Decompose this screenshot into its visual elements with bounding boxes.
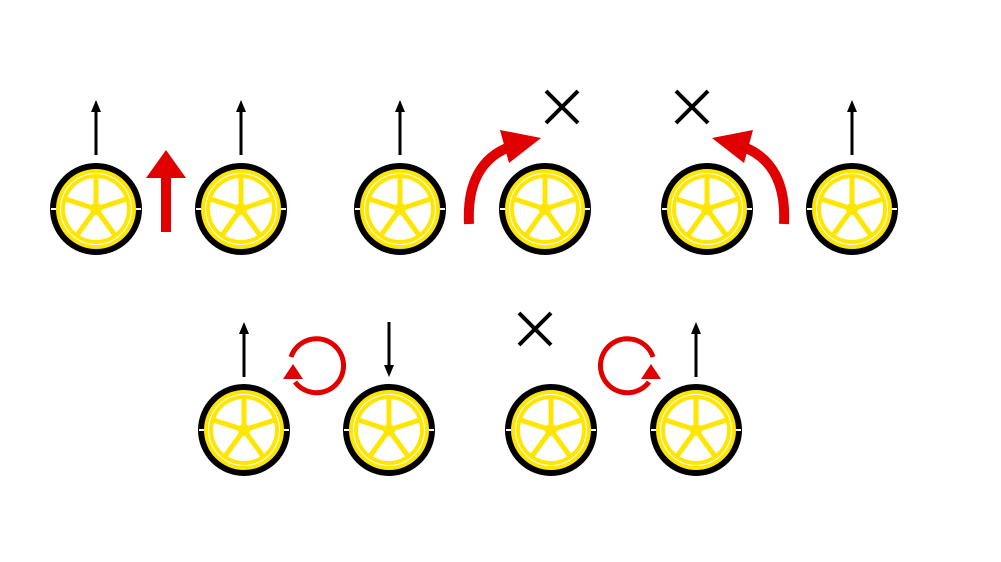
left-wheel-forward-arrow-up-icon — [239, 322, 249, 377]
left-wheel-stopped-x-mark-icon — [517, 311, 553, 347]
counterclockwise-arrow-icon — [597, 336, 661, 396]
left-wheel-forward-arrow-up-icon — [91, 100, 101, 155]
curved-arrow-left-icon — [712, 130, 790, 225]
straight-arrow-icon — [146, 150, 186, 232]
left-wheel-icon — [51, 167, 141, 251]
right-wheel-forward-arrow-up-icon — [847, 100, 857, 155]
left-wheel-forward-arrow-up-icon — [395, 100, 405, 155]
scenario-turn-right — [355, 89, 590, 251]
right-wheel-icon — [651, 388, 741, 472]
right-wheel-forward-arrow-up-icon — [691, 322, 701, 377]
scenario-straight-forward — [51, 100, 286, 251]
right-wheel-stopped-x-mark-icon — [544, 89, 580, 125]
right-wheel-icon — [500, 167, 590, 251]
right-wheel-backward-arrow-down-icon — [384, 322, 394, 377]
scenario-spin-in-place — [199, 322, 434, 472]
scenario-pivot — [506, 311, 741, 472]
scenario-turn-left — [662, 89, 897, 251]
right-wheel-icon — [344, 388, 434, 472]
left-wheel-icon — [355, 167, 445, 251]
left-wheel-stopped-x-mark-icon — [674, 89, 710, 125]
right-wheel-forward-arrow-up-icon — [236, 100, 246, 155]
right-wheel-icon — [807, 167, 897, 251]
left-wheel-icon — [662, 167, 752, 251]
left-wheel-icon — [506, 388, 596, 472]
curved-arrow-right-icon — [463, 130, 541, 225]
clockwise-arrow-icon — [283, 336, 347, 396]
left-wheel-icon — [199, 388, 289, 472]
right-wheel-icon — [196, 167, 286, 251]
